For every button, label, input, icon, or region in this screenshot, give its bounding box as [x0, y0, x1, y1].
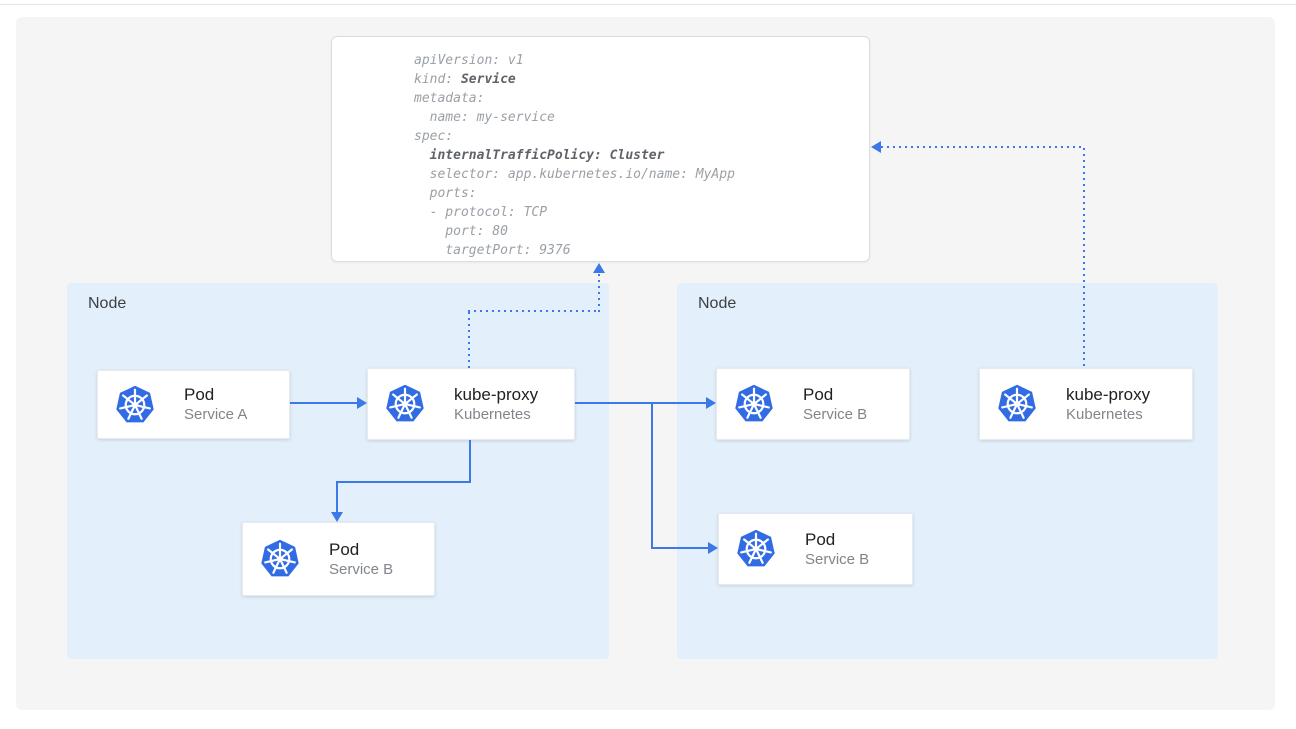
top-divider [0, 4, 1296, 5]
arrow-kubeproxy-left-line [336, 481, 471, 483]
node-box-left: Node [67, 283, 609, 659]
card-pod-service-b-right-bottom: Pod Service B [718, 513, 913, 585]
arrow-kubeproxy-to-leftpodb-line [336, 481, 338, 513]
arrow-poda-to-kubeproxy-line [290, 402, 357, 404]
card-subtitle: Kubernetes [1066, 405, 1143, 423]
dotted-leftkubeproxy-up-line [468, 312, 470, 368]
arrow-branch-vertical-line [651, 402, 653, 548]
card-title: Pod [184, 385, 215, 404]
dotted-rightkubeproxy-to-yaml-head-icon [871, 141, 881, 153]
card-kube-proxy-right: kube-proxy Kubernetes [979, 368, 1193, 440]
kubernetes-icon [114, 384, 156, 426]
dotted-leftkubeproxy-across-line [468, 310, 600, 312]
arrow-branch-to-rightpodbottom-line [651, 547, 708, 549]
arrow-kubeproxy-down-line [469, 440, 471, 483]
card-title: Pod [805, 529, 836, 549]
node-label: Node [698, 295, 737, 312]
arrow-branch-to-rightpodbottom-head-icon [708, 542, 718, 554]
card-title: Pod [803, 384, 834, 404]
dotted-leftkubeproxy-to-yaml-head-icon [593, 263, 605, 273]
card-pod-service-b-right-top: Pod Service B [716, 368, 910, 440]
arrow-kubeproxy-to-rightpodtop-line [575, 402, 706, 404]
kubernetes-icon [259, 538, 301, 580]
card-pod-service-b-left: Pod Service B [242, 522, 435, 596]
dotted-rightkubeproxy-up-line [1083, 148, 1085, 368]
card-title: kube-proxy [1066, 384, 1151, 404]
card-subtitle: Service B [803, 405, 868, 423]
node-label: Node [88, 295, 127, 312]
card-title: kube-proxy [454, 384, 539, 404]
arrow-kubeproxy-to-rightpodtop-head-icon [706, 397, 716, 409]
kubernetes-icon [996, 383, 1038, 425]
node-box-right: Node [677, 283, 1218, 659]
card-subtitle: Service A [184, 406, 248, 424]
kubernetes-icon [384, 383, 426, 425]
dotted-rightkubeproxy-across-line [881, 146, 1085, 148]
card-title: Pod [329, 539, 360, 559]
card-subtitle: Service B [329, 560, 394, 578]
dotted-leftkubeproxy-to-yaml-line [598, 274, 600, 312]
card-pod-service-a: Pod Service A [97, 370, 290, 439]
card-kube-proxy-left: kube-proxy Kubernetes [367, 368, 575, 440]
kubernetes-icon [735, 528, 777, 570]
card-subtitle: Service B [805, 550, 870, 568]
card-subtitle: Kubernetes [454, 405, 531, 423]
arrow-kubeproxy-to-leftpodb-head-icon [331, 512, 343, 522]
arrow-poda-to-kubeproxy-head-icon [357, 397, 367, 409]
kubernetes-icon [733, 383, 775, 425]
